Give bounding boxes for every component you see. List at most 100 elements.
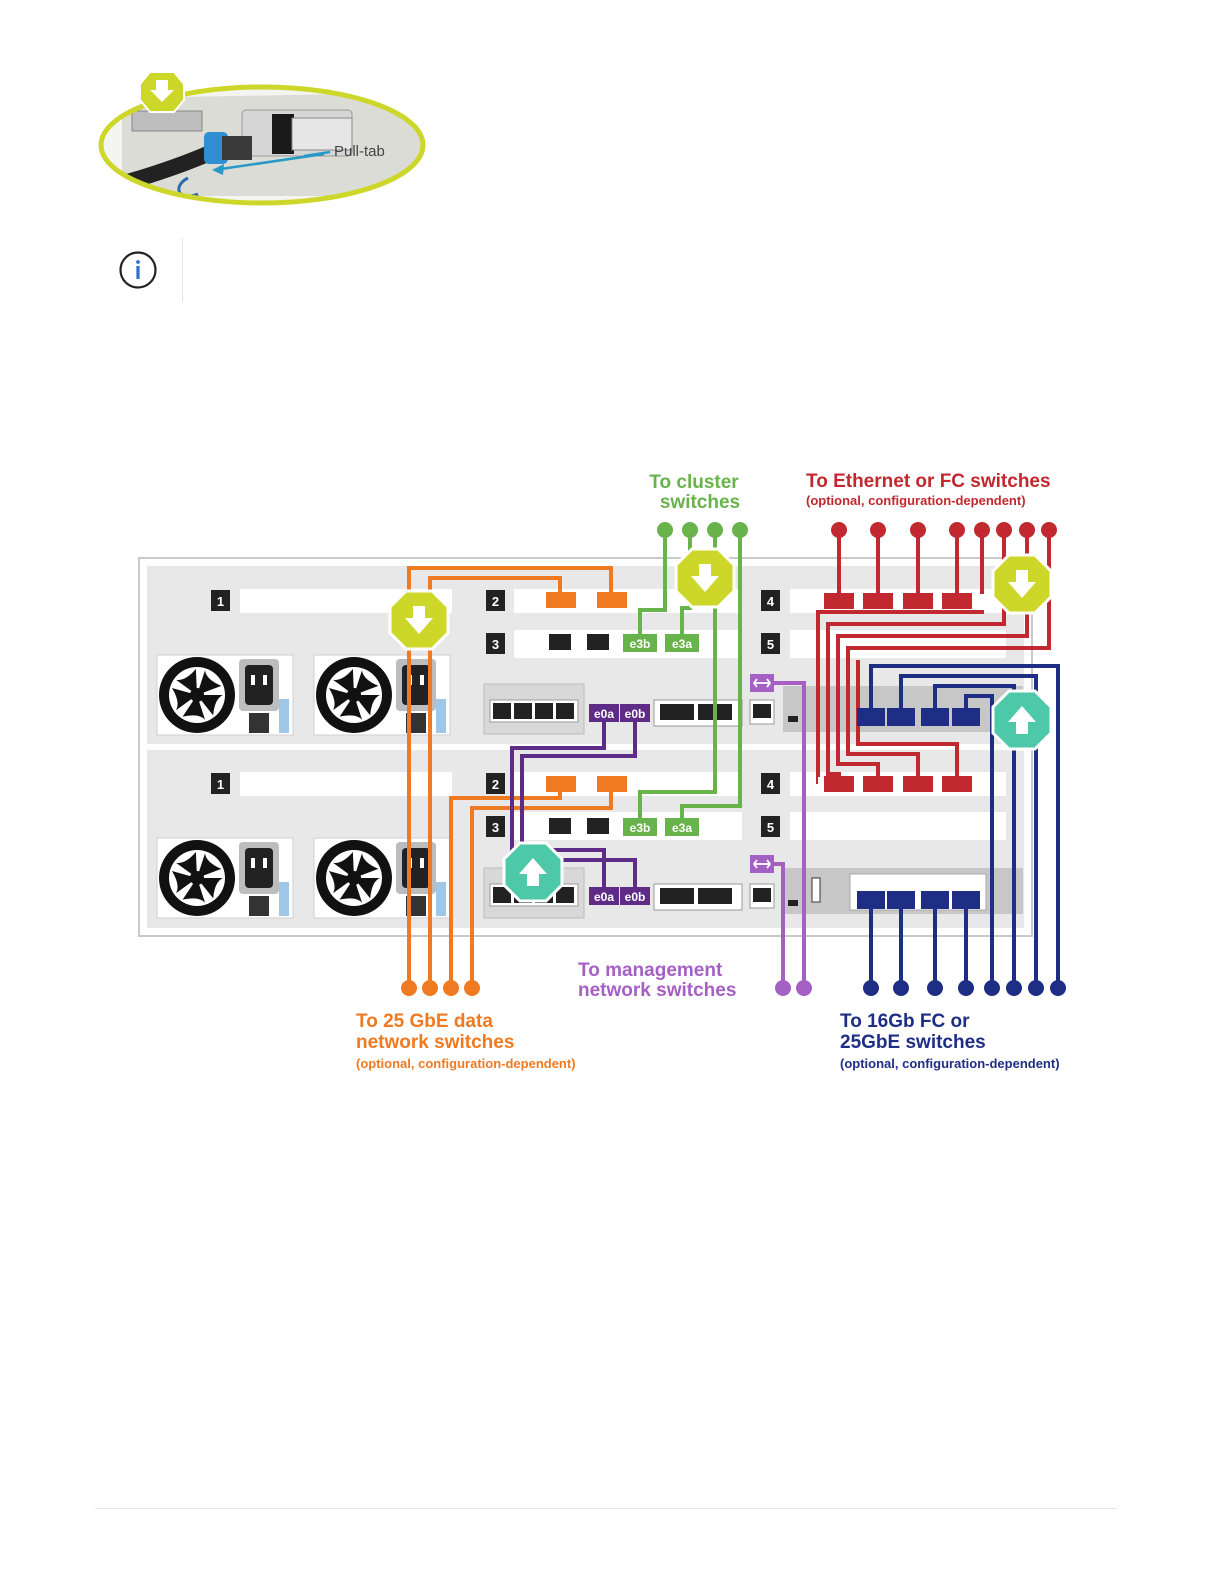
navy-cable bbox=[869, 664, 1060, 986]
fc-label-line2: 25GbE switches bbox=[840, 1032, 986, 1053]
red-port bbox=[824, 776, 854, 792]
red-cable-end bbox=[996, 522, 1012, 538]
slot-number-top-3: 3 bbox=[486, 633, 505, 654]
svg-text:e0a: e0a bbox=[594, 707, 614, 721]
green-cable bbox=[680, 531, 742, 818]
navy-port bbox=[921, 891, 949, 909]
fan-icon bbox=[316, 840, 392, 916]
orange-port bbox=[546, 592, 576, 608]
red-port bbox=[863, 593, 893, 609]
data-label-sub: (optional, configuration-dependent) bbox=[356, 1056, 576, 1071]
svg-text:1: 1 bbox=[217, 777, 224, 792]
slot3-ports-top bbox=[549, 634, 609, 650]
power-supply bbox=[156, 837, 294, 919]
psu-latch bbox=[279, 882, 289, 916]
navy-cable-end bbox=[984, 980, 1000, 996]
red-port bbox=[903, 776, 933, 792]
note-callout bbox=[96, 238, 1126, 302]
mgmt-cable-end bbox=[796, 980, 812, 996]
slot3-ports-bottom bbox=[549, 818, 609, 834]
port-e3a-bottom: e3a bbox=[665, 818, 699, 836]
power-supply bbox=[313, 654, 451, 736]
fc-label-sub: (optional, configuration-dependent) bbox=[840, 1056, 1060, 1071]
navy-cable bbox=[933, 684, 1016, 986]
mgmt-label-line2: network switches bbox=[578, 980, 736, 1001]
navy-cable-end bbox=[893, 980, 909, 996]
svg-text:3: 3 bbox=[492, 637, 499, 652]
orange-cable bbox=[407, 566, 613, 986]
svg-text:5: 5 bbox=[767, 820, 774, 835]
navy-port bbox=[921, 708, 949, 726]
mgmt-cable bbox=[774, 862, 785, 986]
slot-number-bottom-3: 3 bbox=[486, 816, 505, 837]
cluster-label-line1: To cluster bbox=[649, 472, 739, 493]
fan-icon bbox=[316, 657, 392, 733]
slot-number-bottom-2: 2 bbox=[486, 773, 505, 794]
push-down-badge-icon bbox=[674, 547, 736, 609]
svg-text:e3a: e3a bbox=[672, 637, 692, 651]
wrench-icon bbox=[750, 674, 774, 692]
navy-port bbox=[887, 708, 915, 726]
cabling-diagram: 1 2 3 4 5 1 2 3 4 5 e3b e bbox=[138, 471, 1066, 1071]
push-down-badge-icon bbox=[991, 553, 1053, 615]
svg-text:e3b: e3b bbox=[630, 637, 651, 651]
pull-up-badge-icon bbox=[991, 689, 1053, 751]
svg-text:2: 2 bbox=[492, 777, 499, 792]
fc-label-line1: To 16Gb FC or bbox=[840, 1011, 970, 1032]
power-supply bbox=[156, 654, 294, 736]
green-cable bbox=[638, 531, 717, 818]
data-label-line2: network switches bbox=[356, 1032, 514, 1053]
push-down-badge-icon bbox=[139, 71, 185, 113]
slot-number-bottom-4: 4 bbox=[761, 773, 780, 794]
svg-text:3: 3 bbox=[492, 820, 499, 835]
svg-text:e3a: e3a bbox=[672, 821, 692, 835]
wrench-icon bbox=[750, 855, 774, 873]
port-e0b-top: e0b bbox=[620, 704, 650, 722]
red-cable-end bbox=[870, 522, 886, 538]
slot-number-top-5: 5 bbox=[761, 633, 780, 654]
svg-text:4: 4 bbox=[767, 777, 775, 792]
navy-port bbox=[952, 891, 980, 909]
svg-text:5: 5 bbox=[767, 637, 774, 652]
navy-port bbox=[952, 708, 980, 726]
latch-badges bbox=[388, 547, 1053, 903]
svg-text:2: 2 bbox=[492, 594, 499, 609]
svg-text:e0b: e0b bbox=[625, 890, 646, 904]
info-circle-icon bbox=[119, 251, 157, 289]
mgmt-cable-end bbox=[775, 980, 791, 996]
fan-icon bbox=[159, 840, 235, 916]
eth-fc-label-sub: (optional, configuration-dependent) bbox=[806, 493, 1026, 508]
red-port bbox=[824, 593, 854, 609]
port-e0a-bottom: e0a bbox=[589, 887, 619, 905]
red-cable bbox=[836, 531, 1029, 784]
navy-cable bbox=[899, 674, 1038, 986]
red-port bbox=[942, 593, 972, 609]
navy-port bbox=[857, 891, 885, 909]
psu-latch bbox=[436, 882, 446, 916]
mgmt-cable bbox=[774, 681, 806, 986]
green-cable-end bbox=[657, 522, 673, 538]
red-port bbox=[903, 593, 933, 609]
pull-up-badge-icon bbox=[502, 841, 564, 903]
red-port bbox=[863, 776, 893, 792]
orange-port bbox=[597, 592, 627, 608]
svg-text:1: 1 bbox=[217, 594, 224, 609]
slot-number-top-1: 1 bbox=[211, 590, 230, 611]
orange-cable bbox=[428, 576, 562, 986]
port-e0b-bottom: e0b bbox=[620, 887, 650, 905]
orange-port bbox=[546, 776, 576, 792]
cables bbox=[401, 522, 1066, 996]
green-cable-end bbox=[682, 522, 698, 538]
port-e3a-top: e3a bbox=[665, 634, 699, 652]
pull-tab-label: Pull-tab bbox=[334, 143, 385, 160]
orange-cable-end bbox=[422, 980, 438, 996]
red-port bbox=[942, 776, 972, 792]
red-cable-end bbox=[1041, 522, 1057, 538]
slot-number-top-2: 2 bbox=[486, 590, 505, 611]
red-cable bbox=[846, 531, 1051, 784]
slot-number-top-4: 4 bbox=[761, 590, 780, 611]
svg-text:4: 4 bbox=[767, 594, 775, 609]
orange-cable bbox=[470, 784, 613, 986]
note-divider bbox=[182, 238, 183, 302]
slot-number-bottom-5: 5 bbox=[761, 816, 780, 837]
